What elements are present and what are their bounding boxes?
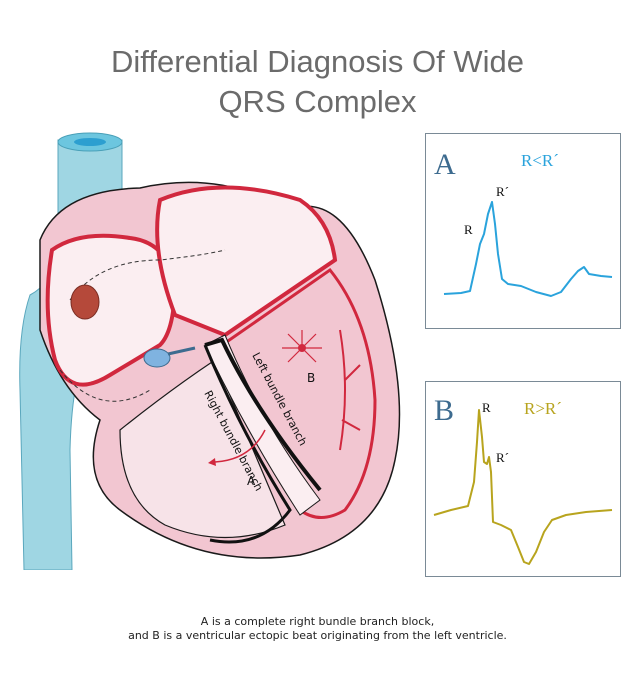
marker-a-label: A <box>247 474 256 488</box>
septum <box>204 334 321 516</box>
panel-a-relation: R<R´ <box>521 151 559 170</box>
right-atrium <box>45 233 178 387</box>
panel-b-ecg-trace <box>433 409 613 565</box>
ecg-panel-a: A R<R´ R R´ <box>425 133 621 329</box>
sinus-node <box>70 284 100 320</box>
panel-a-ecg-trace <box>443 201 613 297</box>
left-bundle-branch-path <box>204 337 322 492</box>
valve-dashed-line <box>59 369 151 402</box>
coronary-vessel <box>339 329 361 451</box>
left-ventricle <box>213 267 377 519</box>
right-bundle-branch-path <box>203 344 292 544</box>
marker-b-label: B <box>307 371 315 385</box>
right-ventricle <box>119 359 286 539</box>
panel-a-letter: A <box>434 148 456 181</box>
panel-b-relation: R>R´ <box>524 399 562 418</box>
ecg-panel-b-svg: B R>R´ R R´ <box>433 394 613 565</box>
av-node <box>143 348 171 368</box>
page-title-line-2: QRS Complex <box>218 84 417 119</box>
left-atrium <box>155 185 338 338</box>
ectopic-focus-b <box>282 330 322 363</box>
page-title-line-1: Differential Diagnosis Of Wide <box>111 44 524 79</box>
ecg-panel-b: B R>R´ R R´ <box>425 381 621 577</box>
caption-line-2: and B is a ventricular ectopic beat orig… <box>128 629 507 642</box>
panel-b-letter: B <box>434 394 454 427</box>
panel-b-r-prime-label: R´ <box>496 450 509 465</box>
block-arrow-a <box>214 429 266 463</box>
panel-a-r-prime-label: R´ <box>496 184 509 199</box>
panel-a-r-label: R <box>464 222 473 237</box>
panel-b-r-label: R <box>482 400 491 415</box>
caption-line-1: A is a complete right bundle branch bloc… <box>200 615 435 628</box>
ecg-panel-a-svg: A R<R´ R R´ <box>434 148 613 297</box>
heart-illustration: Left bundle branch Right bundle branch A… <box>19 132 401 570</box>
